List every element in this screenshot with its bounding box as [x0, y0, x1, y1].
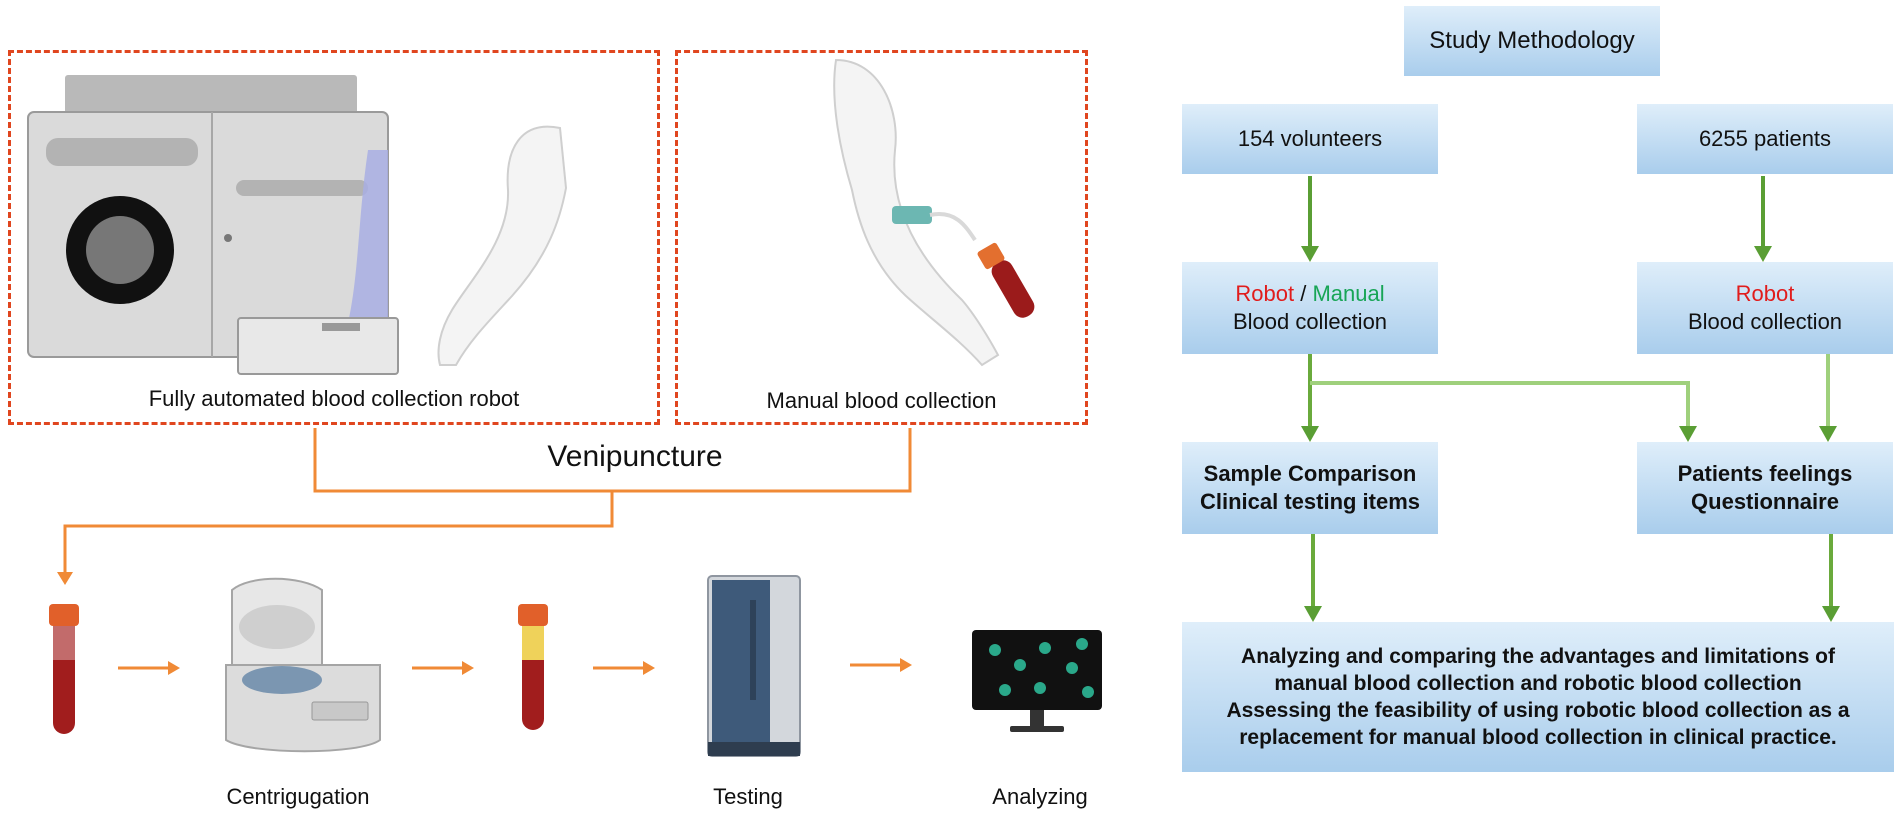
robot-label: Robot	[1235, 281, 1295, 306]
flow-arrow-comparison-to-conclusion	[1304, 534, 1322, 622]
monitor-icon	[972, 630, 1102, 732]
robot-panel	[8, 50, 660, 425]
volunteers-text: 154 volunteers	[1237, 126, 1383, 151]
slash-separator: /	[1294, 281, 1313, 306]
patients-text: 6255 patients	[1698, 126, 1832, 151]
arrow-icon	[412, 661, 474, 675]
comparison-line-2: Clinical testing items	[1199, 489, 1421, 514]
sample-comparison-box: Sample Comparison Clinical testing items	[1182, 442, 1438, 534]
manual-panel	[675, 50, 1088, 425]
manual-label: Manual	[1312, 281, 1385, 306]
flow-arrow-right-to-feelings	[1819, 354, 1837, 442]
arm-with-needle-icon	[833, 58, 1035, 367]
step-label-analyzing: Analyzing	[992, 784, 1088, 809]
collection-method-line: Robot / Manual	[1235, 280, 1384, 308]
flow-arrow-feelings-to-conclusion	[1822, 534, 1840, 622]
step-label-centrifugation: Centrigugation	[226, 784, 370, 809]
analyzer-icon	[707, 575, 801, 757]
feelings-line-2: Questionnaire	[1691, 489, 1839, 514]
step-label-testing: Testing	[713, 784, 783, 809]
manual-caption: Manual blood collection	[766, 388, 997, 413]
robot-caption: Fully automated blood collection robot	[148, 386, 520, 411]
arrow-icon	[850, 658, 912, 672]
conclusion-line-1: Analyzing and comparing the advantages a…	[1241, 645, 1835, 668]
centrifuge-icon	[225, 577, 381, 753]
flow-arrow-patients	[1754, 176, 1772, 262]
arrow-icon	[593, 661, 655, 675]
arrow-icon	[118, 661, 180, 675]
feelings-line-1: Patients feelings	[1677, 461, 1853, 486]
flow-arrow-volunteers	[1301, 176, 1319, 262]
flow-title-text: Study Methodology	[1429, 27, 1635, 54]
conclusion-line-3: Assessing the feasibility of using robot…	[1226, 699, 1850, 722]
arm-icon	[437, 125, 568, 366]
flow-arrow-cross-to-feelings	[1310, 381, 1697, 442]
collection-label: Blood collection	[1687, 309, 1843, 334]
patients-box: 6255 patients	[1637, 104, 1893, 174]
robot-collection-box: Robot Blood collection	[1637, 262, 1893, 354]
conclusion-line-4: replacement for manual blood collection …	[1239, 726, 1837, 749]
conclusion-line-2: manual blood collection and robotic bloo…	[1274, 672, 1802, 695]
flow-arrow-to-comparison	[1301, 354, 1319, 442]
robot-label: Robot	[1735, 281, 1795, 306]
comparison-line-1: Sample Comparison	[1203, 461, 1417, 486]
blood-tube-icon	[49, 604, 79, 734]
volunteers-box: 154 volunteers	[1182, 104, 1438, 174]
collection-label: Blood collection	[1232, 309, 1388, 334]
blood-collection-robot-icon	[27, 75, 399, 375]
robot-manual-collection-box: Robot / Manual Blood collection	[1182, 262, 1438, 354]
flow-title: Study Methodology	[1404, 6, 1660, 76]
conclusion-box: Analyzing and comparing the advantages a…	[1182, 622, 1894, 772]
patients-feelings-box: Patients feelings Questionnaire	[1637, 442, 1893, 534]
centrifuged-tube-icon	[518, 604, 548, 730]
venipuncture-label: Venipuncture	[547, 440, 723, 473]
